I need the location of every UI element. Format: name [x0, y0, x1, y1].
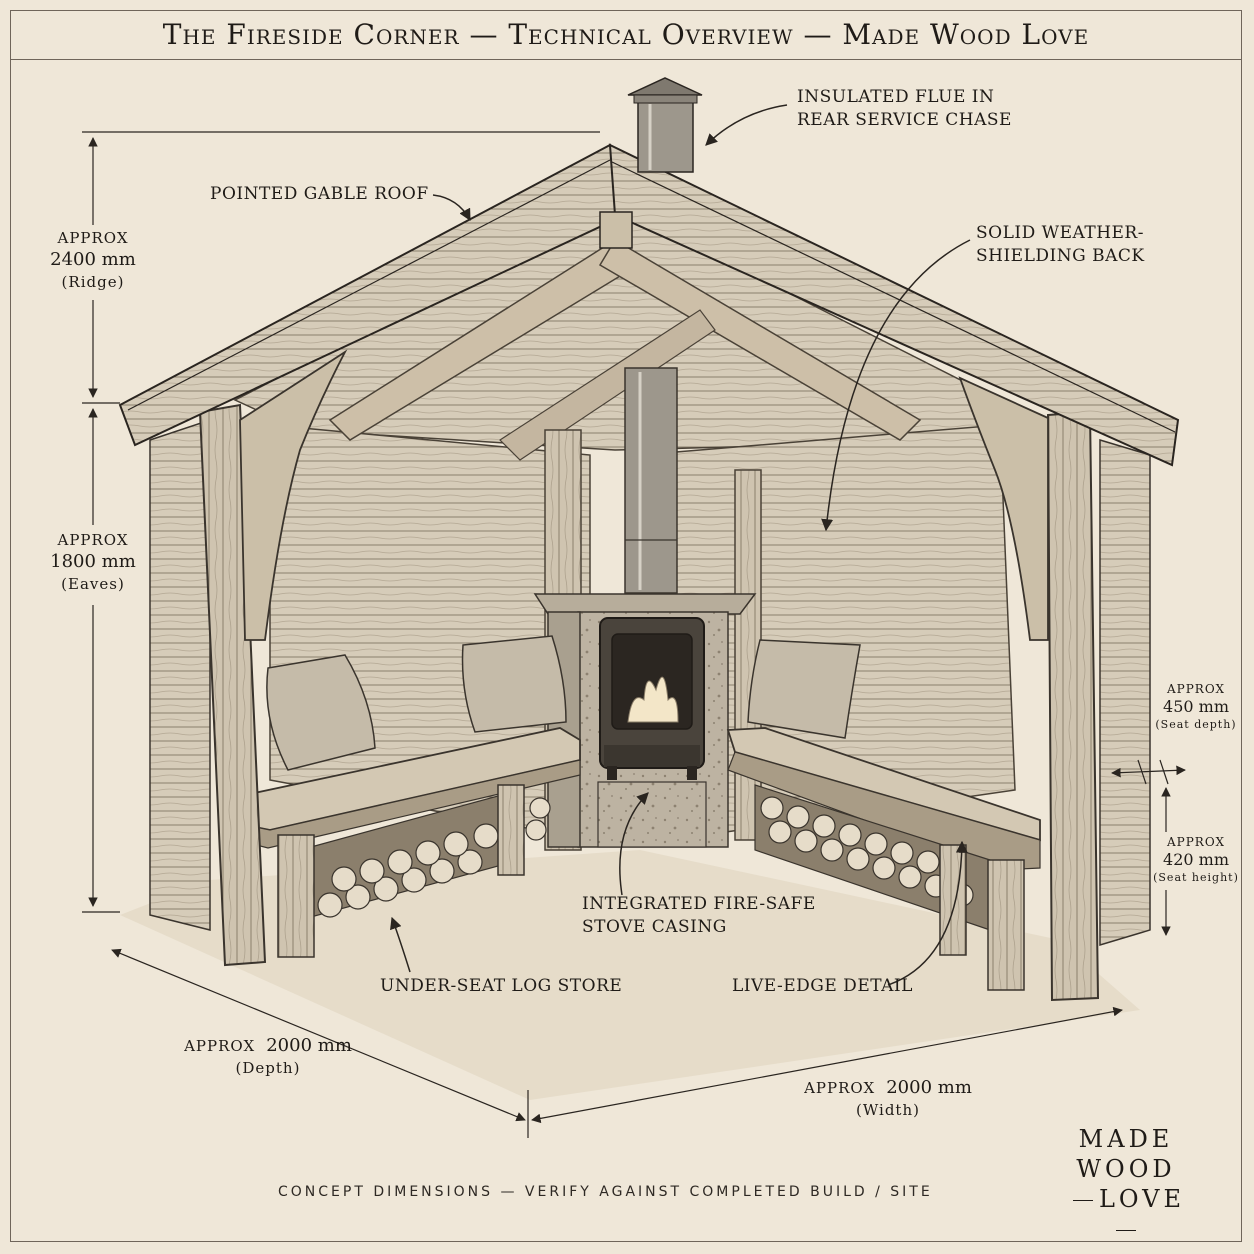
seat-depth-note: (Seat depth) — [1155, 718, 1237, 731]
footer-note: Concept dimensions — verify against comp… — [278, 1184, 933, 1200]
depth-value: 2000 mm — [266, 1035, 352, 1056]
seat-depth-approx: Approx — [1166, 682, 1226, 696]
ridge-approx: Approx — [57, 229, 129, 247]
seat-depth-dimension-line — [1111, 765, 1186, 778]
seat-height-dimension: Approx 420 mm (Seat height) — [1148, 834, 1244, 886]
depth-dimension: Approx 2000 mm (Depth) — [168, 1034, 368, 1078]
stove-callout-line1: Integrated fire-safe — [582, 894, 816, 914]
eaves-value: 1800 mm — [50, 551, 136, 572]
bench-left-leg — [277, 834, 315, 958]
width-note: (Width) — [856, 1101, 920, 1119]
seat-depth-dimension: Approx 450 mm (Seat depth) — [1148, 681, 1244, 733]
logo-line3-text: LOVE — [1098, 1185, 1186, 1213]
bench-right-leg-front — [987, 859, 1025, 991]
bench-left-leg-mid — [497, 784, 525, 876]
flue-inner-pipe — [624, 367, 678, 594]
stove-callout-line2: stove casing — [582, 917, 727, 937]
roof-callout: Pointed gable roof — [210, 183, 429, 206]
liveedge-callout-text: Live-edge detail — [732, 976, 913, 996]
brace-left — [239, 349, 348, 641]
liveedge-callout: Live-edge detail — [732, 975, 913, 998]
width-approx: Approx — [804, 1079, 876, 1097]
stove-casing-top — [533, 593, 757, 615]
side-wall-left — [149, 418, 211, 931]
back-callout: Solid weather- shielding back — [976, 222, 1145, 268]
rafter-right — [598, 238, 922, 441]
cushion-left-2 — [461, 635, 567, 733]
hearth — [597, 781, 707, 848]
seat-depth-value: 450 mm — [1163, 697, 1229, 716]
roof-callout-arrow — [432, 194, 471, 222]
logstore-callout: Under-seat log store — [380, 975, 622, 998]
roof-fascia-right — [611, 161, 1176, 433]
seat-height-note: (Seat height) — [1153, 871, 1239, 884]
seat-height-value: 420 mm — [1163, 850, 1229, 869]
ridge-block — [599, 211, 633, 249]
depth-approx: Approx — [184, 1037, 256, 1055]
stove-callout: Integrated fire-safe stove casing — [582, 893, 816, 939]
logs-left — [317, 797, 551, 918]
page-title-text: The Fireside Corner — Technical Overview… — [162, 18, 1090, 51]
logstore-callout-text: Under-seat log store — [380, 976, 623, 996]
eaves-approx: Approx — [57, 531, 129, 549]
rafter-rear — [499, 309, 716, 461]
flue-callout: Insulated flue in rear service chase — [797, 86, 1012, 132]
logstore-callout-arrow — [390, 916, 411, 973]
depth-note: (Depth) — [235, 1059, 301, 1077]
flue-callout-line1: Insulated flue in — [797, 87, 995, 107]
width-dimension-line — [531, 1006, 1123, 1124]
bench-right-seat — [726, 727, 1041, 842]
back-callout-line2: shielding back — [976, 246, 1145, 266]
cushion-left-1 — [266, 654, 376, 771]
page-frame — [10, 10, 1242, 1242]
brand-logo: MADE WOOD LOVE — [1058, 1124, 1194, 1244]
roof-right — [608, 143, 1180, 467]
brace-right — [958, 376, 1049, 641]
liveedge-callout-arrow — [887, 840, 968, 986]
cushion-right-1 — [747, 639, 861, 739]
roof-fascia-left — [127, 159, 611, 411]
flue-cap — [627, 77, 703, 96]
ridge-value: 2400 mm — [50, 249, 136, 270]
roof-callout-text: Pointed gable roof — [210, 184, 429, 204]
seat-height-approx: Approx — [1166, 835, 1226, 849]
page-title: The Fireside Corner — Technical Overview… — [10, 10, 1242, 60]
stove-callout-arrow — [619, 792, 649, 896]
logs-right — [760, 796, 974, 907]
flue-callout-line2: rear service chase — [797, 110, 1012, 130]
width-dimension: Approx 2000 mm (Width) — [788, 1076, 988, 1120]
front-post-right — [1046, 410, 1100, 1002]
logo-line2: WOOD — [1076, 1155, 1176, 1183]
flue-top — [637, 99, 694, 173]
side-wall-right — [1099, 438, 1151, 947]
ridge-note: (Ridge) — [61, 273, 125, 291]
ridge-dimension: Approx 2400 mm (Ridge) — [28, 228, 158, 292]
flue-callout-arrow — [705, 104, 788, 146]
back-callout-line1: Solid weather- — [976, 223, 1144, 243]
width-value: 2000 mm — [886, 1077, 972, 1098]
back-callout-arrow — [821, 239, 971, 532]
stove-fire — [627, 676, 679, 723]
eaves-dimension: Approx 1800 mm (Eaves) — [28, 530, 158, 594]
logo-line1: MADE — [1078, 1125, 1174, 1153]
bench-right-leg — [939, 844, 967, 956]
depth-dimension-line — [111, 948, 526, 1122]
logo-line3: LOVE — [1058, 1184, 1194, 1244]
eaves-note: (Eaves) — [61, 575, 125, 593]
